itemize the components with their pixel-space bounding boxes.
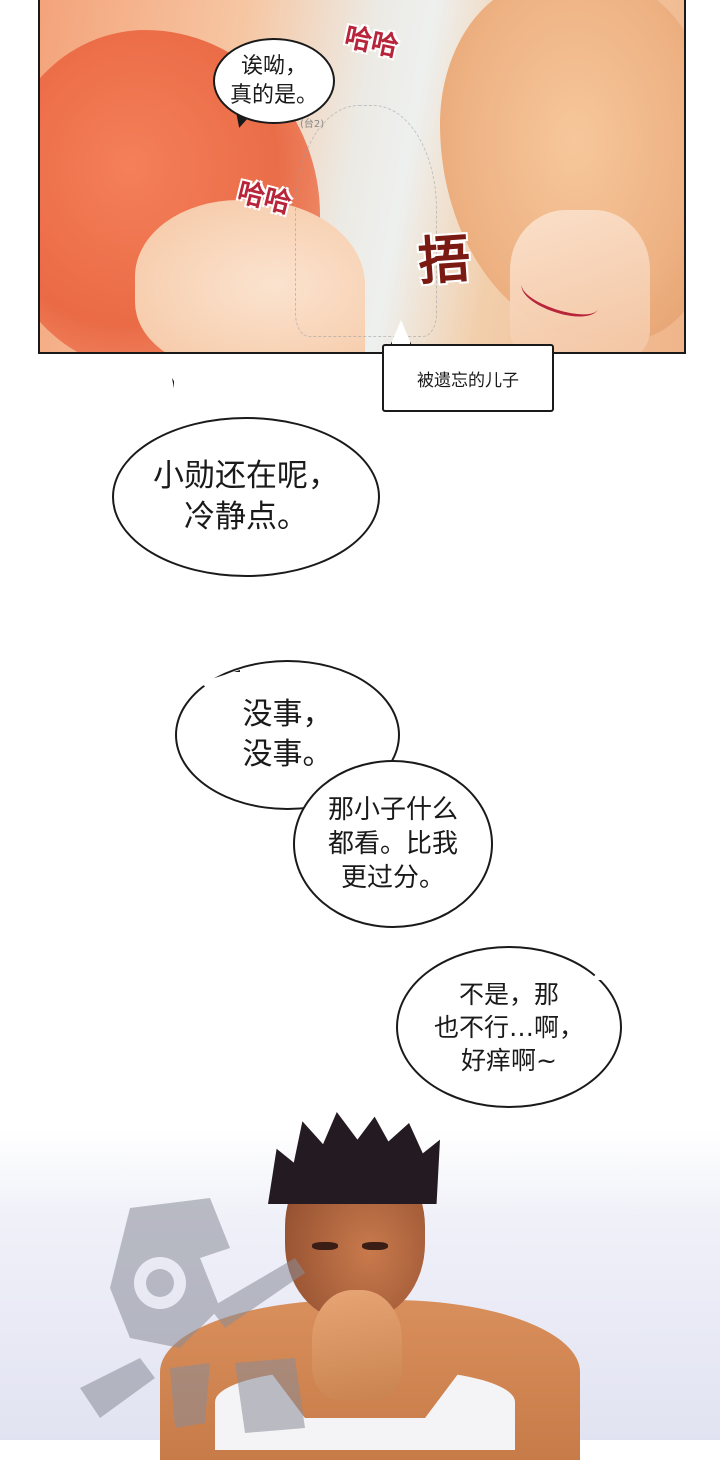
caption-text: 被遗忘的儿子 [417,370,519,391]
covering-hand [510,210,650,352]
caption-box: 被遗忘的儿子 [382,344,554,412]
bubble-text: 诶呦， 真的是。 [229,53,318,108]
sfx-cover: 捂 [416,229,473,293]
bubble-text: 小勋还在呢， 冷静点。 [153,458,339,535]
speech-bubble-xiao: 小勋还在呢， 冷静点。 [112,417,380,577]
speech-bubble-naxiaozi: 那小子什么 都看。比我 更过分。 [293,760,493,928]
bubble-text: 那小子什么 都看。比我 更过分。 [327,794,458,894]
left-eye [312,1242,338,1250]
bubble-text: 不是，那 也不行…啊， 好痒啊~ [433,979,584,1075]
bubble-tail [590,946,626,980]
sketch-tag: (台2) [300,119,325,130]
bubble-text: 没事， 没事。 [242,697,333,772]
right-eye [362,1242,388,1250]
sketch-son-figure [295,105,437,337]
mascot-logo-icon [80,1198,305,1433]
speech-bubble-bushi: 不是，那 也不行…啊， 好痒啊~ [396,946,622,1108]
speech-bubble-aiyo: 诶呦， 真的是。 [213,38,335,124]
top-panel [38,0,686,354]
bubble-tail [172,378,204,428]
man-hand-on-chin [312,1290,402,1400]
